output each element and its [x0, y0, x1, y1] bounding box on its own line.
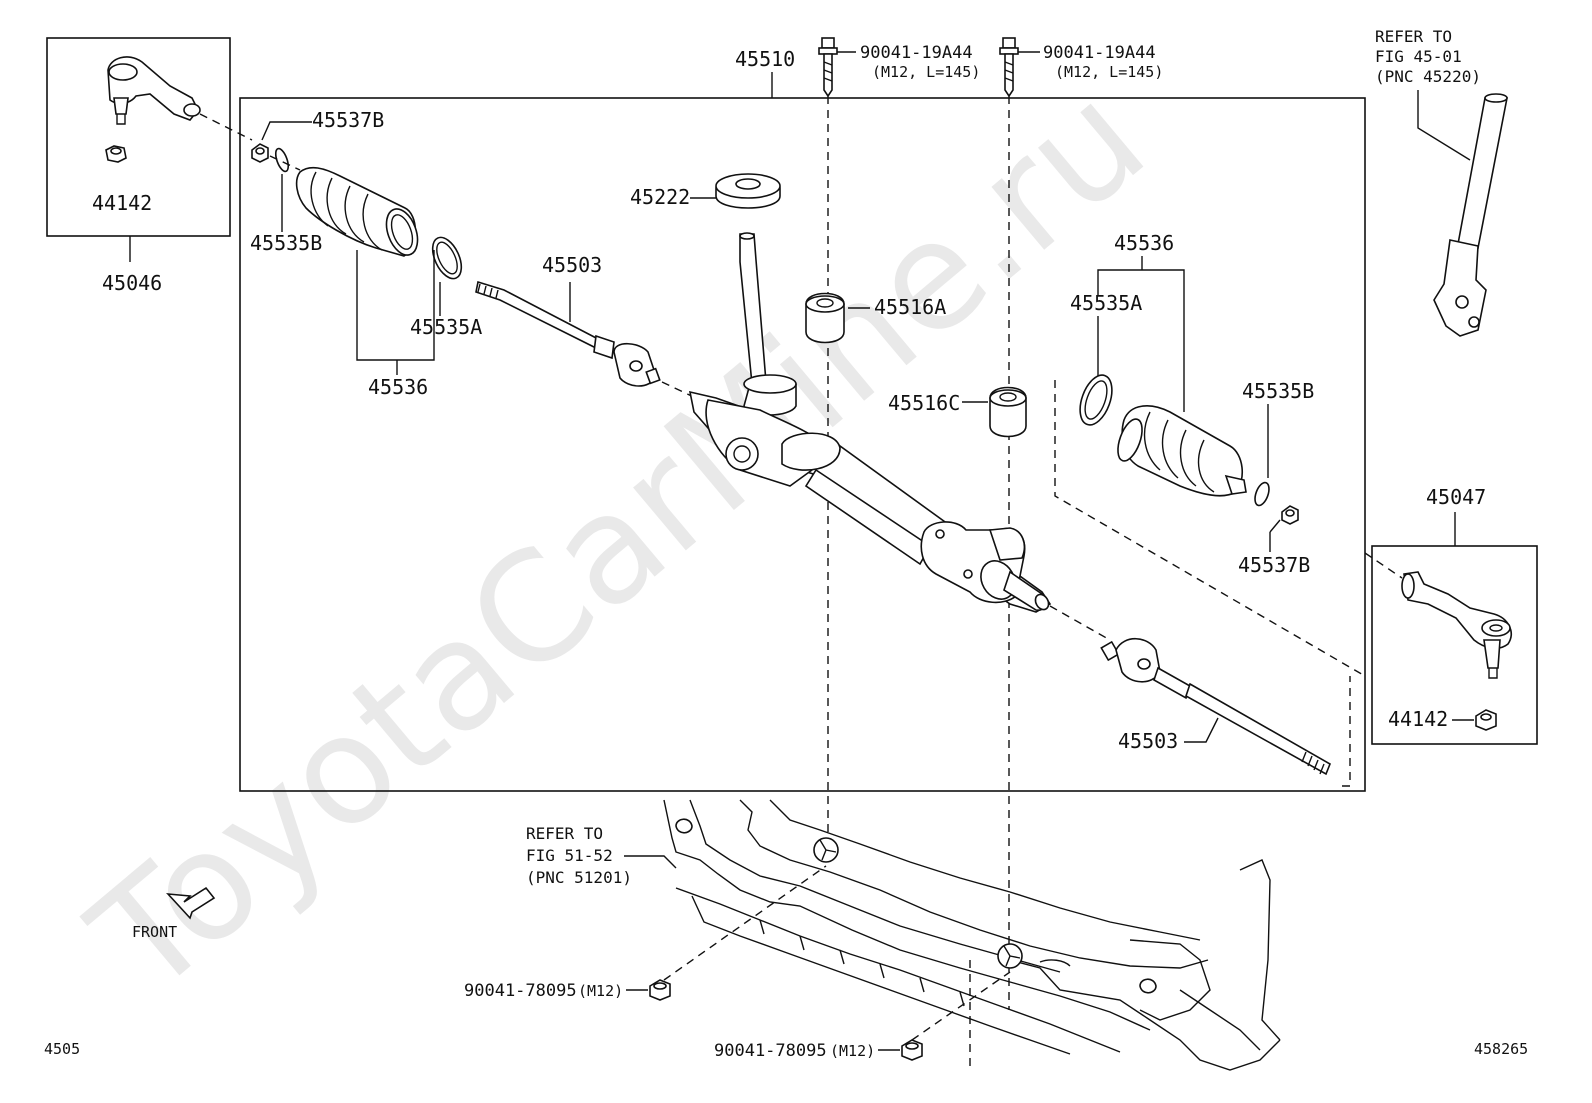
pinion-seal-45222 [715, 173, 781, 209]
tie-rod-nut-left [105, 145, 127, 163]
nut-90041-78095-left [649, 979, 671, 1001]
boot-left [295, 166, 419, 257]
rack-end-left [475, 280, 661, 387]
steering-rack-housing [688, 232, 1052, 613]
label-nut-left-spec: (M12) [578, 982, 623, 1000]
bolt-right [999, 37, 1019, 98]
front-arrow-icon [166, 886, 216, 920]
label-45516c: 45516C [888, 391, 960, 415]
label-bolt-right-spec: (M12, L=145) [1055, 63, 1163, 81]
label-45536-right: 45536 [1114, 231, 1174, 255]
tie-rod-end-right-box [1371, 545, 1538, 745]
label-front: FRONT [132, 923, 177, 941]
nut-45537b-right [1281, 505, 1299, 525]
bolt-left [818, 37, 838, 98]
label-nut-right: 90041-78095 [714, 1041, 827, 1061]
bushing-45516a [805, 292, 845, 344]
refer-steering-2: FIG 45-01 [1375, 47, 1462, 66]
clamp-45535b-left [274, 147, 290, 173]
label-45503-left: 45503 [542, 253, 602, 277]
label-bolt-left: 90041-19A44 [860, 43, 973, 63]
refer-crossmember-3: (PNC 51201) [526, 868, 632, 887]
rack-end-right [1100, 637, 1332, 776]
refer-steering-3: (PNC 45220) [1375, 67, 1481, 86]
label-45516a: 45516A [874, 295, 946, 319]
front-crossmember [663, 799, 1281, 1071]
label-45537b-right: 45537B [1238, 553, 1310, 577]
page-code: 4505 [44, 1040, 80, 1058]
label-45537b-left: 45537B [312, 108, 384, 132]
nut-45537b-left [251, 143, 269, 163]
label-45047: 45047 [1426, 485, 1486, 509]
label-45535a-left: 45535A [410, 315, 482, 339]
bushing-45516c [989, 386, 1027, 438]
label-nut-right-spec: (M12) [830, 1042, 875, 1060]
label-45535a-right: 45535A [1070, 291, 1142, 315]
tie-rod-nut-right [1475, 709, 1497, 731]
boot-right [1117, 405, 1247, 497]
label-45510: 45510 [735, 47, 795, 71]
label-45535b-right: 45535B [1242, 379, 1314, 403]
clamp-45535b-right [1254, 481, 1270, 507]
label-45535b-left: 45535B [250, 231, 322, 255]
label-44142-left: 44142 [92, 191, 152, 215]
refer-crossmember-2: FIG 51-52 [526, 846, 613, 865]
steering-intermediate-shaft [1433, 93, 1508, 337]
label-45503-right: 45503 [1118, 729, 1178, 753]
assembly-frame [239, 97, 1366, 792]
refer-steering-1: REFER TO [1375, 27, 1452, 46]
clamp-45535a-left [431, 236, 463, 280]
clamp-45535a-right [1079, 374, 1113, 426]
label-bolt-right: 90041-19A44 [1043, 43, 1156, 63]
label-45536-left: 45536 [368, 375, 428, 399]
label-44142-right: 44142 [1388, 707, 1448, 731]
label-45046: 45046 [102, 271, 162, 295]
tie-rod-end-left [107, 56, 201, 125]
tie-rod-end-left-box [46, 37, 231, 237]
tie-rod-end-right [1401, 571, 1512, 679]
label-nut-left: 90041-78095 [464, 981, 577, 1001]
label-45222: 45222 [630, 185, 690, 209]
nut-90041-78095-right [901, 1039, 923, 1061]
label-bolt-left-spec: (M12, L=145) [872, 63, 980, 81]
figure-code: 458265 [1474, 1040, 1528, 1058]
refer-crossmember-1: REFER TO [526, 824, 603, 843]
